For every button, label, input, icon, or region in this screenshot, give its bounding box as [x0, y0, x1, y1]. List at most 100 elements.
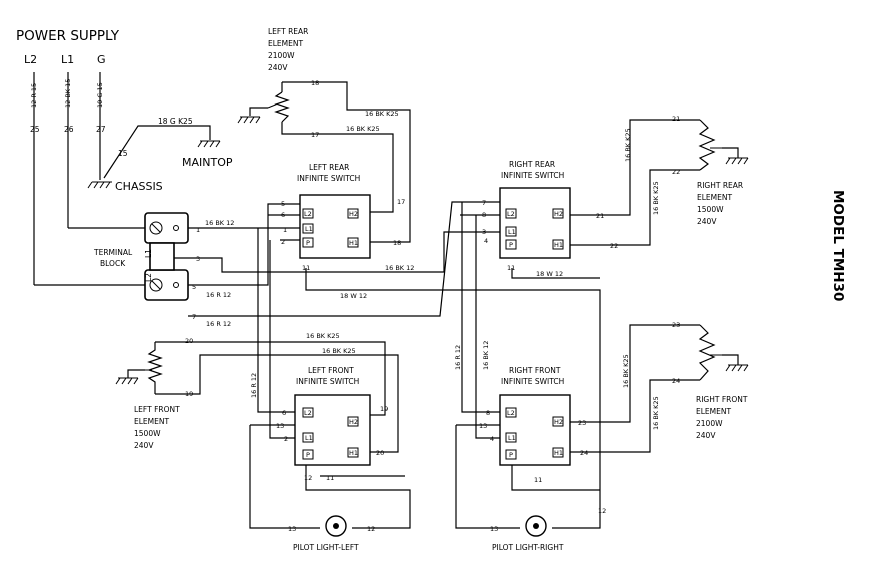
right-rear-switch: L2 L1 P H2 H1 [499, 187, 571, 259]
wire-spec-l2: 12 R 15 [30, 83, 38, 108]
wire-number: 22 [672, 168, 680, 176]
right-rear-element-wattage: 1500W [697, 205, 724, 214]
terminal-label-l2: L2 [144, 273, 153, 282]
right-rear-element-label: RIGHT REAR [697, 181, 743, 190]
wire-spec-l1: 12 BK 15 [64, 79, 72, 108]
left-front-element-icon [145, 342, 163, 394]
wire-number: 6 [281, 211, 285, 219]
wire-number: 8 [482, 211, 486, 219]
wire-number: 11 [326, 474, 334, 482]
pilot-light-right-label: PILOT LIGHT-RIGHT [492, 543, 564, 552]
wire-number: 1 [283, 226, 287, 234]
ground-icon [115, 377, 139, 385]
wire-label: 16 BK K25 [622, 354, 630, 388]
wire-number: 20 [185, 337, 193, 345]
wire-number: 4 [484, 237, 488, 245]
terminal-label-l1: L1 [144, 249, 153, 258]
wire-number: 13 [288, 525, 296, 533]
wire-number: 12 [304, 474, 312, 482]
left-rear-switch: L2 L1 P H2 H1 [299, 194, 371, 259]
wire-label: 16 R 12 [454, 345, 462, 370]
ground-icon [725, 364, 749, 372]
right-front-element-icon [698, 324, 722, 381]
wire-number: 12 [598, 507, 606, 515]
terminal-h1: H1 [349, 239, 358, 247]
pilot-light-right-icon [525, 515, 547, 537]
line-label-l2: L2 [24, 53, 37, 66]
wire-label: 18 G K25 [158, 117, 193, 126]
left-front-element-label: LEFT FRONT [134, 405, 180, 414]
ground-icon [237, 116, 261, 124]
left-rear-element-icon [267, 91, 290, 123]
wire-label: 16 BK K25 [365, 110, 399, 118]
terminal-p: P [306, 239, 310, 247]
wire-number: 22 [610, 242, 618, 250]
wire-number: 5 [192, 283, 196, 291]
right-front-element-label: RIGHT FRONT [696, 395, 748, 404]
left-front-element-wattage: 1500W [134, 429, 161, 438]
terminal-block: L1 L2 [144, 212, 189, 301]
right-rear-element-icon [698, 119, 722, 171]
terminal-h2: H2 [349, 210, 358, 218]
wire-label: 18 W 12 [340, 292, 367, 300]
wire-number: 24 [580, 449, 588, 457]
right-rear-switch-label: INFINITE SWITCH [501, 171, 564, 180]
terminal-l2: L2 [507, 210, 515, 218]
terminal-block-label: BLOCK [100, 259, 126, 268]
wire-number: 27 [96, 125, 106, 134]
wire-number: 15 [118, 149, 128, 158]
terminal-l1: L1 [508, 228, 516, 236]
wire-number: 8 [486, 409, 490, 417]
wire-number: 21 [596, 212, 604, 220]
ground-icon [197, 140, 221, 148]
wire-number: 23 [578, 419, 586, 427]
model-title: MODEL TMH30 [830, 190, 846, 301]
terminal-l2: L2 [507, 409, 515, 417]
right-front-element-voltage: 240V [696, 431, 716, 440]
line-label-l1: L1 [61, 53, 74, 66]
wire-spec-g: 10 G 15 [96, 82, 104, 108]
line-label-g: G [97, 53, 106, 66]
power-supply-title: POWER SUPPLY [16, 28, 120, 44]
left-front-switch: L2 L1 P H2 H1 [294, 394, 371, 466]
wire-label: 16 BK 12 [205, 219, 234, 227]
wire-label: 16 BK K25 [306, 332, 340, 340]
chassis-label: CHASSIS [115, 180, 163, 193]
left-rear-switch-label: LEFT REAR [309, 163, 349, 172]
maintop-label: MAINTOP [182, 156, 233, 169]
wire-number: 2 [284, 435, 288, 443]
wire-number: 2 [281, 238, 285, 246]
wire-number: 18 [311, 79, 319, 87]
pilot-light-left-icon [325, 515, 347, 537]
terminal-h2: H2 [554, 210, 563, 218]
wire-label: 16 BK K25 [346, 125, 380, 133]
wire-number: 21 [672, 115, 680, 123]
wire-number: 7 [192, 313, 196, 321]
right-rear-element-voltage: 240V [697, 217, 717, 226]
right-front-element-label: ELEMENT [696, 407, 731, 416]
left-front-switch-label: LEFT FRONT [308, 366, 354, 375]
wire-number: 6 [282, 409, 286, 417]
wire-number: 20 [376, 449, 384, 457]
wiring-lines [33, 72, 739, 529]
ground-icon [725, 157, 749, 165]
right-front-element-wattage: 2100W [696, 419, 723, 428]
pilot-light-left-label: PILOT LIGHT-LEFT [293, 543, 359, 552]
terminal-l2: L2 [304, 409, 312, 417]
wire-number: 13 [276, 422, 284, 430]
wire-label: 16 BK K25 [624, 128, 632, 162]
wire-number: 7 [482, 199, 486, 207]
terminal-h1: H1 [554, 241, 563, 249]
terminal-l1: L1 [508, 434, 516, 442]
wire-number: 5 [281, 200, 285, 208]
terminal-l1: L1 [305, 434, 313, 442]
left-front-element-voltage: 240V [134, 441, 154, 450]
right-rear-switch-label: RIGHT REAR [509, 160, 555, 169]
wire-number: 26 [64, 125, 74, 134]
wire-number: 3 [196, 255, 200, 263]
wire-label: 18 W 12 [536, 270, 563, 278]
wire-label: 16 R 12 [206, 320, 231, 328]
wire-label: 16 R 12 [250, 373, 258, 398]
terminal-l2: L2 [304, 210, 312, 218]
